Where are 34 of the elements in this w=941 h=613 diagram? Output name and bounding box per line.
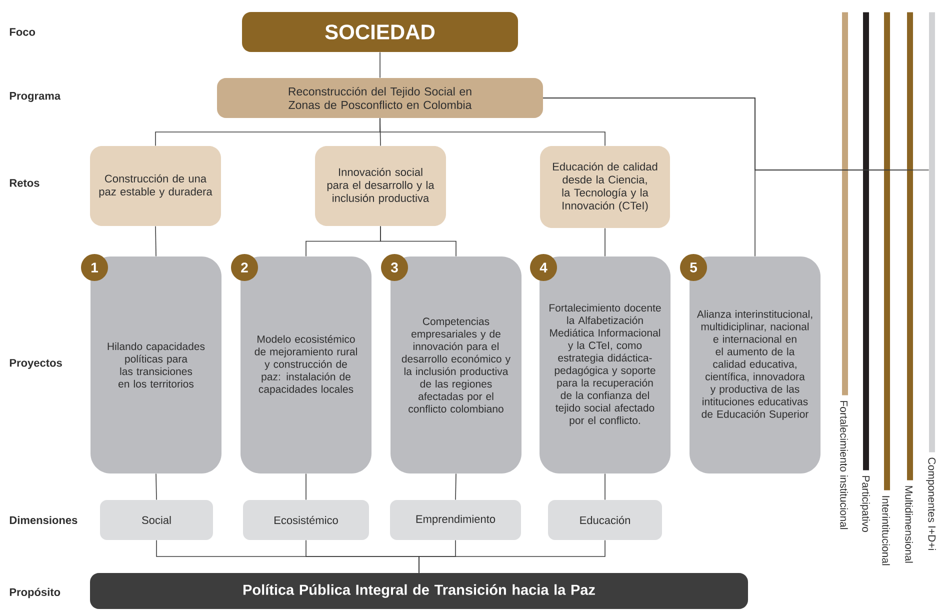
number-badge: 4	[530, 254, 557, 281]
bar-label: Fortalecimiento institucional	[840, 401, 848, 530]
connector-line	[155, 226, 156, 257]
challenge-box: Innovación social para el desarrollo y la inclusión productiva	[315, 146, 446, 226]
connector-line	[604, 228, 606, 257]
dimension-box: Emprendimiento	[390, 500, 521, 540]
number-badge: 5	[680, 254, 707, 281]
dimension-box: Social	[100, 500, 213, 540]
bar-label: Multidimensional	[905, 486, 913, 563]
connector-line	[156, 473, 157, 500]
bar-label: Interintitucional	[882, 496, 890, 566]
row-label: Programa	[10, 92, 61, 102]
connector-line	[380, 226, 456, 257]
dimension-box: Educación	[548, 500, 662, 540]
connector-line	[604, 473, 606, 500]
bar-label: Participativo	[860, 476, 870, 532]
number-badge: 1	[81, 254, 108, 281]
purpose-bar: Política Pública Integral de Transición hacia la Paz	[90, 573, 748, 609]
focus-box: SOCIEDAD	[242, 12, 518, 52]
row-label: Dimensiones	[10, 516, 78, 524]
number-badge: 3	[381, 254, 408, 281]
row-label: Proyectos	[10, 359, 62, 369]
challenge-box: Educación de calidad desde la Ciencia, la Tecnología y la Innovación (CTeI)	[540, 146, 670, 228]
challenge-box: Construcción de una paz estable y duradera	[90, 146, 221, 226]
connector-line	[455, 473, 456, 500]
row-label: Propósito	[10, 588, 60, 598]
row-label: Foco	[10, 28, 36, 36]
program-box: Reconstrucción del Tejido Social en Zonas de Posconflicto en Colombia	[217, 78, 543, 118]
row-label: Retos	[10, 179, 40, 187]
number-badge: 2	[231, 254, 258, 281]
bar-label: Componentes I+D+i	[926, 458, 936, 550]
dimension-box: Ecosistémico	[243, 500, 369, 540]
connector-line	[418, 540, 606, 574]
connector-line	[380, 118, 606, 146]
